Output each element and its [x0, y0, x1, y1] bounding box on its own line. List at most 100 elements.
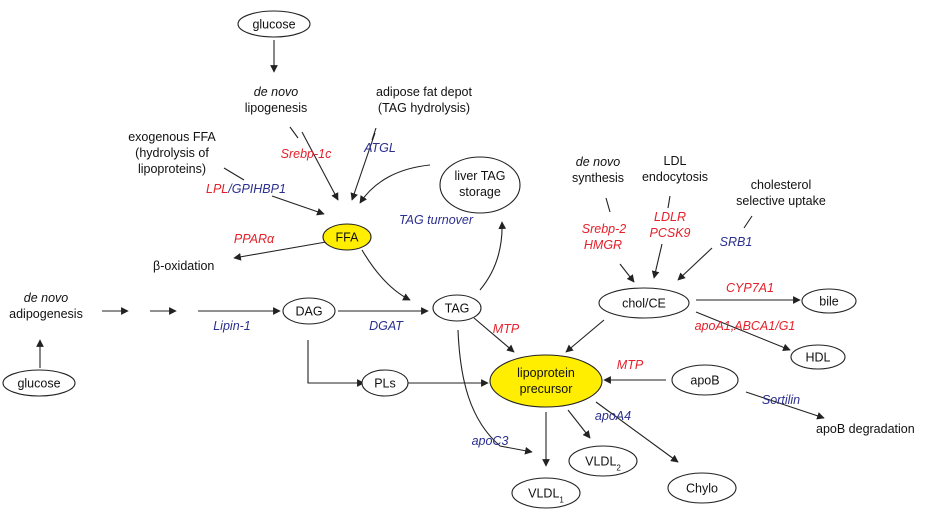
node-dag: DAG [282, 297, 336, 325]
enzyme-labels: Srebp-1c ATGL LPL/GPIHBP1 PPARα TAG turn… [206, 141, 800, 448]
label-adipose-1: adipose fat depot [376, 85, 472, 99]
edge-lipo-to-chylo [595, 401, 679, 463]
node-glucose-bottom: glucose [2, 369, 76, 397]
label-de-novo-lipogenesis-1: de novo [254, 85, 299, 99]
node-chol-ce: chol/CE [598, 287, 690, 319]
edge-adipose-tick [371, 127, 377, 141]
label-exogenous-3: lipoproteins) [138, 162, 206, 176]
enzyme-tag-turnover: TAG turnover [399, 213, 474, 227]
node-hdl: HDL [790, 344, 846, 370]
enzyme-pcsk9: PCSK9 [650, 226, 691, 240]
edge-ffa-to-tag [361, 249, 411, 301]
label-beta-oxidation: β-oxidation [153, 259, 214, 273]
node-liver-tag-label-1: liver TAG [455, 169, 506, 183]
edges [36, 40, 825, 467]
edge-ffa-to-betaox [233, 241, 327, 261]
enzyme-ppara: PPARα [234, 232, 275, 246]
enzyme-sortilin: Sortilin [762, 393, 800, 407]
enzyme-lipin-1: Lipin-1 [213, 319, 251, 333]
node-vldl1-subscript: 1 [559, 495, 564, 504]
label-de-novo-synthesis-1: de novo [576, 155, 621, 169]
label-cholesterol-selective-2: selective uptake [736, 194, 826, 208]
label-de-novo-adipogenesis-2: adipogenesis [9, 307, 83, 321]
label-de-novo-adipogenesis-1: de novo [24, 291, 69, 305]
node-tag: TAG [432, 294, 482, 322]
node-hdl-label: HDL [805, 351, 830, 365]
edge-exo-tick [223, 167, 245, 181]
edge-atgl-to-ffa [350, 132, 376, 201]
enzyme-mtp-tag: MTP [493, 322, 520, 336]
text-labels: de novo lipogenesis adipose fat depot (T… [9, 85, 915, 436]
label-de-novo-synthesis-2: synthesis [572, 171, 624, 185]
node-vldl2-subscript: 2 [616, 463, 621, 472]
enzyme-lpl: LPL [206, 182, 228, 196]
edge-srb1-to-cholce [677, 247, 713, 281]
enzyme-ldlr: LDLR [654, 210, 686, 224]
node-glucose-top: glucose [237, 10, 311, 38]
node-bile: bile [801, 288, 857, 314]
label-ldl-1: LDL [664, 154, 687, 168]
edge-tag-to-liver-storage [479, 221, 507, 291]
node-vldl1: VLDL1 [511, 477, 581, 509]
enzyme-atgl: ATGL [363, 141, 396, 155]
node-vldl1-name: VLDL [528, 487, 559, 501]
edge-hmgr-to-cholce [619, 263, 635, 283]
node-pls-label: PLs [374, 377, 396, 391]
edge-ldl-tick [667, 195, 671, 209]
label-exogenous-2: (hydrolysis of [135, 146, 209, 160]
node-tag-label: TAG [445, 302, 470, 316]
enzyme-apoc3: apoC3 [472, 434, 509, 448]
node-liver-tag-storage: liver TAG storage [439, 156, 521, 214]
node-vldl2: VLDL2 [568, 445, 638, 477]
label-adipose-2: (TAG hydrolysis) [378, 101, 470, 115]
label-cholesterol-selective-1: cholesterol [751, 178, 811, 192]
edge-selective-tick [743, 215, 753, 229]
edge-dag-to-pls [307, 340, 365, 387]
enzyme-apoa4: apoA4 [595, 409, 631, 423]
edge-lpl-to-ffa [271, 195, 325, 216]
enzyme-cyp7a1: CYP7A1 [726, 281, 774, 295]
node-ffa-label: FFA [336, 231, 360, 245]
enzyme-srebp-1c: Srebp-1c [281, 147, 332, 161]
edge-apob-to-degradation [745, 391, 825, 420]
node-vldl2-name: VLDL [585, 455, 616, 469]
label-exogenous-1: exogenous FFA [128, 130, 216, 144]
enzyme-slash: / [227, 182, 233, 196]
node-chol-ce-label: chol/CE [622, 297, 666, 311]
edge-synthesis-tick [605, 197, 611, 213]
node-vldl2-label: VLDL2 [585, 455, 621, 473]
enzyme-dgat: DGAT [369, 319, 404, 333]
edge-cholce-to-lipo [565, 319, 605, 353]
node-pls: PLs [361, 369, 409, 397]
node-lipoprotein-precursor: lipoprotein precursor [489, 354, 603, 408]
node-apob-label: apoB [690, 374, 719, 388]
enzyme-srb1: SRB1 [720, 235, 753, 249]
edge-srebp1c-to-ffa [301, 131, 339, 201]
node-lipo-label-1: lipoprotein [517, 366, 575, 380]
label-apob-degradation: apoB degradation [816, 422, 915, 436]
node-vldl1-label: VLDL1 [528, 487, 564, 505]
edge-liver-storage-to-ffa [359, 164, 431, 204]
node-glucose-bottom-label: glucose [17, 377, 60, 391]
label-ldl-2: endocytosis [642, 170, 708, 184]
edge-lipogenesis-tick [289, 126, 299, 139]
node-chylo-label: Chylo [686, 482, 718, 496]
enzyme-lpl-gpihbp1: LPL/GPIHBP1 [206, 182, 286, 196]
node-bile-label: bile [819, 295, 839, 309]
edge-tag-to-lipo [473, 317, 515, 353]
node-liver-tag-label-2: storage [459, 185, 501, 199]
edge-pcsk9-to-cholce [651, 243, 663, 279]
node-ffa: FFA [322, 223, 372, 251]
label-de-novo-lipogenesis-2: lipogenesis [245, 101, 308, 115]
node-lipo-label-2: precursor [520, 382, 573, 396]
enzyme-hmgr: HMGR [584, 238, 622, 252]
enzyme-apoa1-abca1-g1: apoA1,ABCA1/G1 [695, 319, 796, 333]
enzyme-srebp-2: Srebp-2 [582, 222, 627, 236]
node-chylo: Chylo [667, 472, 737, 504]
node-dag-label: DAG [295, 305, 322, 319]
node-apob: apoB [671, 364, 739, 396]
node-glucose-top-label: glucose [252, 18, 295, 32]
edge-lipo-to-vldl2 [567, 409, 591, 439]
edge-cholce-to-hdl [695, 311, 791, 351]
